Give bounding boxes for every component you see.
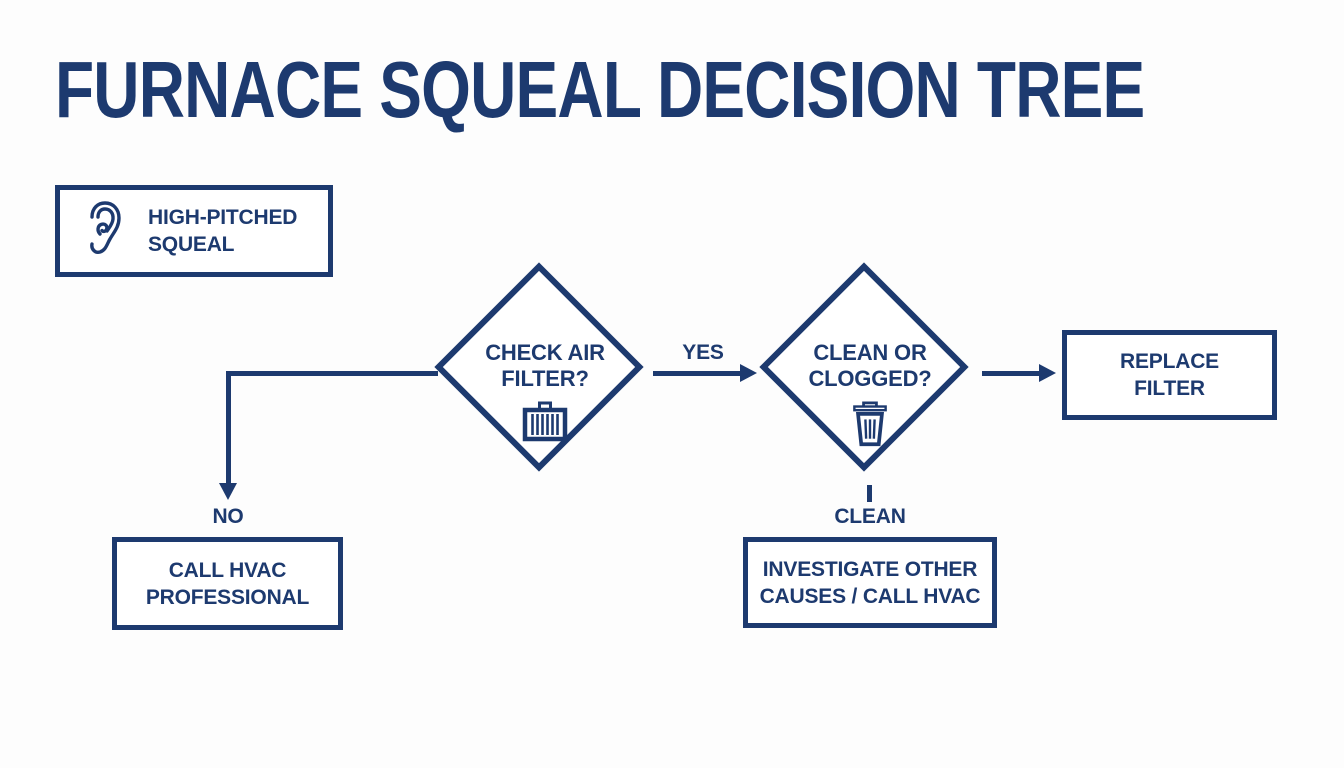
replace-filter-line2: FILTER: [1134, 377, 1205, 400]
check-filter-line1: CHECK AIR: [485, 340, 605, 365]
arrowhead-clogged-right: [1039, 364, 1056, 382]
page-title: FURNACE SQUEAL DECISION TREE: [55, 45, 1145, 134]
start-label-line2: SQUEAL: [148, 233, 235, 256]
node-investigate-other-causes: INVESTIGATE OTHER CAUSES / CALL HVAC: [743, 537, 997, 628]
check-filter-line2: FILTER?: [501, 366, 589, 391]
call-hvac-line2: PROFESSIONAL: [145, 585, 310, 609]
connector-no-horizontal: [226, 371, 438, 376]
connector-no-vertical: [226, 371, 231, 484]
node-high-pitched-squeal: HIGH-PITCHED SQUEAL: [55, 185, 333, 277]
clean-clogged-line1: CLEAN OR: [813, 340, 927, 365]
connector-yes: [653, 371, 741, 376]
edge-label-yes: YES: [682, 341, 724, 364]
replace-filter-line1: REPLACE: [1120, 350, 1219, 373]
investigate-label: INVESTIGATE OTHER CAUSES / CALL HVAC: [760, 556, 981, 610]
start-node-label: HIGH-PITCHED SQUEAL: [148, 204, 297, 258]
connector-clean-stem: [867, 485, 872, 502]
trash-icon: [849, 401, 891, 447]
replace-filter-label: REPLACE FILTER: [1120, 348, 1219, 402]
clean-clogged-line2: CLOGGED?: [808, 366, 932, 391]
node-replace-filter: REPLACE FILTER: [1062, 330, 1277, 420]
call-hvac-line1: CALL HVAC: [168, 558, 287, 582]
arrowhead-yes-right: [740, 364, 757, 382]
decision-check-air-filter-content: CHECK AIR FILTER?: [450, 340, 640, 442]
investigate-line1: INVESTIGATE OTHER: [762, 557, 978, 581]
connector-clogged: [982, 371, 1040, 376]
ear-icon: [86, 201, 124, 261]
call-hvac-label: CALL HVAC PROFESSIONAL: [146, 557, 309, 611]
decision-clean-or-clogged-content: CLEAN OR CLOGGED?: [775, 340, 965, 447]
edge-label-no: NO: [212, 505, 244, 528]
edge-label-clean: CLEAN: [834, 505, 906, 528]
node-call-hvac-professional: CALL HVAC PROFESSIONAL: [112, 537, 343, 630]
investigate-line2: CAUSES / CALL HVAC: [759, 584, 981, 608]
arrowhead-no-down: [219, 483, 237, 500]
air-filter-icon: [522, 401, 568, 442]
start-label-line1: HIGH-PITCHED: [148, 206, 298, 229]
